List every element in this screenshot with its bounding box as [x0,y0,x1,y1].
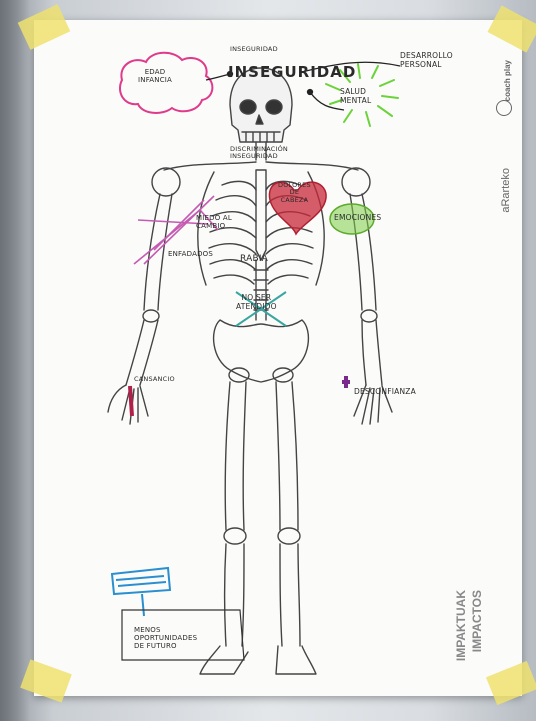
label-desarrollo-personal: DESARROLLO PERSONAL [400,52,453,69]
label-dolores-cabeza: DOLORES DE CABEZA [278,182,311,204]
skeleton-poster: edad INFANCIA INSEGURIDAD INSEGURIDAD DE… [34,20,522,696]
label-inseguridad-top: INSEGURIDAD [230,46,278,53]
red-mark-left [130,386,132,416]
brand-name: aRarteko [500,168,512,213]
footer-impactos: IMPACTOS [470,590,484,652]
blue-sign-drawing [112,568,170,616]
label-salud-mental: SALUD MENTAL [340,88,371,105]
skeleton-drawing [34,20,522,696]
label-emociones: EMOCIONES [334,214,381,223]
footer-impaktuak: IMPAKTUAK [454,590,468,661]
label-menos-oportunidades: MENOS OPORTUNIDADES DE FUTURO [134,626,197,650]
brand-area: coach play aRarteko [490,60,514,260]
label-cansancio: CANSANCIO [134,376,175,383]
purple-mark-right [342,376,350,388]
brand-tagline: coach play [503,60,512,101]
label-miedo-cambio: MIEDO AL CAMBIO [196,214,232,230]
brand-logo-icon [496,100,512,116]
label-inseguridad-big: INSEGURIDAD [228,64,356,81]
label-rabia: RABIA [240,254,268,264]
wall-shadow [0,0,30,721]
label-edad-infancia: edad INFANCIA [138,68,172,84]
label-enfadados: ENFADADOS [168,250,213,258]
label-discriminacion: DISCRIMINACIÓN INSEGURIDAD [230,146,288,161]
label-no-ser-atendido: NO SER ATENDIDO [236,294,277,311]
label-desconfianza: DESCONFIANZA [354,388,416,397]
